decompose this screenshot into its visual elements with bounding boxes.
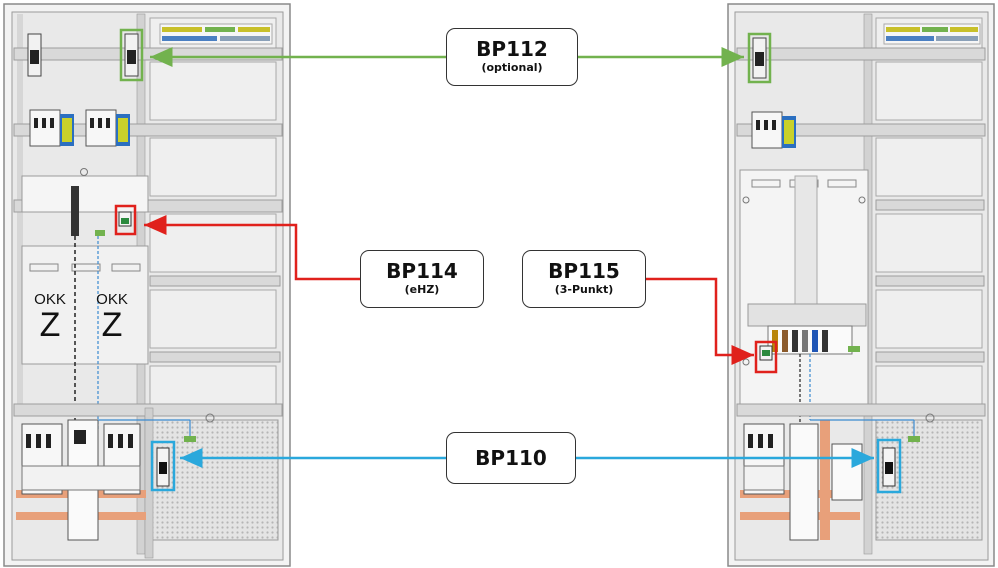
arrow-bp114 [144,215,360,281]
left-bp112-device [119,28,144,82]
callout-bp115: BP115 (3-Punkt) [522,250,646,308]
left-breaker-row [29,109,130,147]
right-bp110-device [876,438,902,494]
right-terminal-block [883,23,981,45]
callout-bp114: BP114 (eHZ) [360,250,484,308]
left-main-switch [27,33,42,77]
callout-bp112-subtitle: (optional) [481,61,543,74]
callout-bp110-title: BP110 [475,446,547,470]
callout-bp115-title: BP115 [548,259,620,283]
left-meter-1-symbol: Z [40,306,61,344]
left-terminal-block [159,23,273,45]
left-meter-board [21,168,149,430]
left-meter-2-label: OKK [96,291,128,308]
right-breaker-row [751,111,796,149]
left-bp110-device [150,440,176,492]
left-cabinet-din-rails [13,47,283,363]
left-bp114-device [114,204,137,236]
right-bp112-device [747,32,772,84]
connector-arrows [144,47,874,468]
callout-bp112: BP112 (optional) [446,28,578,86]
right-cabinet-blank-panels [875,17,983,409]
callout-bp115-subtitle: (3-Punkt) [554,283,614,296]
right-bp115-device [754,340,778,374]
right-cabinet-din-rails [736,47,986,363]
right-meter-board [739,169,869,430]
left-cabinet [3,3,291,567]
left-bottom-section [13,403,283,559]
callout-bp112-title: BP112 [476,37,548,61]
callout-bp114-subtitle: (eHZ) [404,283,440,296]
left-meter-1-label: OKK [34,291,66,308]
arrow-bp115 [646,277,754,365]
callout-bp114-title: BP114 [386,259,458,283]
callout-bp110: BP110 [446,432,576,484]
right-cabinet [727,3,995,567]
left-meter-2-symbol: Z [102,306,123,344]
